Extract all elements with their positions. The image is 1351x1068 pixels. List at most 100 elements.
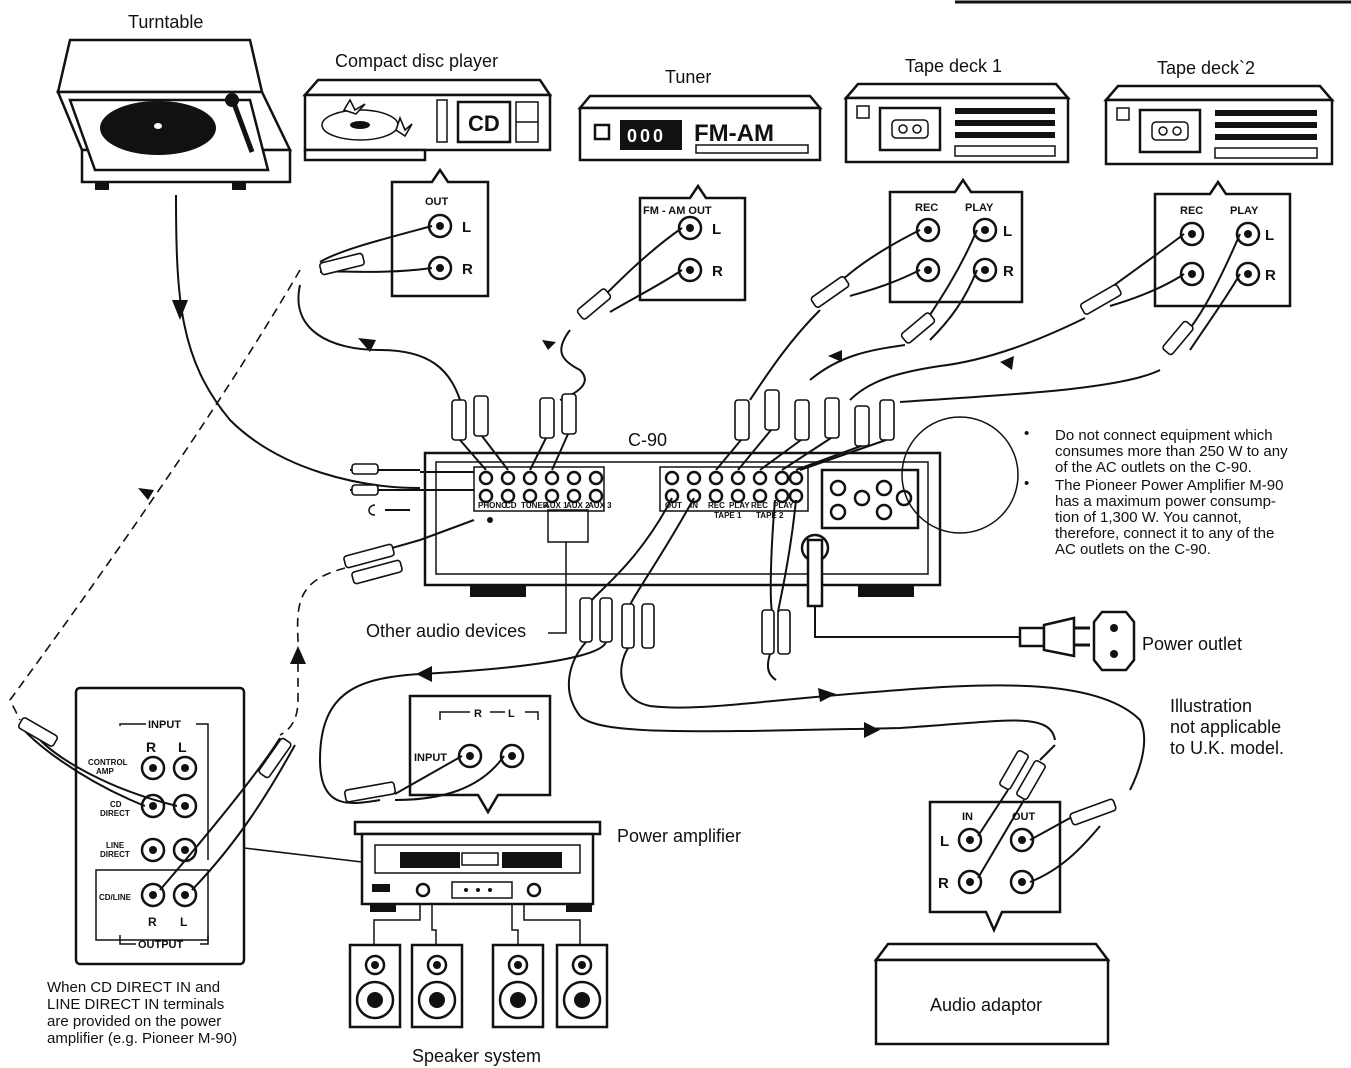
control-amp-1: CONTROL [88,758,128,767]
illus-line-3: to U.K. model. [1170,738,1284,758]
svg-text:000: 000 [627,126,666,146]
note-2-line-2: has a maximum power consump- [1055,493,1276,510]
line-direct-2: DIRECT [100,850,130,859]
direct-input-title: INPUT [148,719,181,731]
tuner-label: Tuner [665,67,711,87]
cd-player: Compact disc player CD [302,51,553,162]
other-devices-label: Other audio devices [366,621,526,641]
rear-label-aux3: AUX 3 [588,501,612,510]
direct-out-r: R [148,915,157,929]
tape-2-panel: REC PLAY L R [1153,179,1292,308]
power-amplifier: Power amplifier [243,820,741,912]
note-2-line-4: therefore, connect it to any of the [1055,525,1274,542]
note-1-line-3: of the AC outlets on the C-90. [1055,459,1252,476]
speaker-1 [348,943,402,1029]
tape1-play-label: PLAY [965,202,994,214]
rear-input-jacks [478,470,604,504]
rear-label-rec1: REC [708,501,725,510]
direct-out-l: L [180,915,187,929]
cd-out-l: L [462,219,471,236]
power-outlet: Power outlet [814,606,1242,672]
cd-direct-note: When CD DIRECT IN and LINE DIRECT IN ter… [47,979,237,1047]
rear-label-out: OUT [665,501,682,510]
note-bullet-1: • [1024,425,1029,442]
audio-adaptor: Audio adaptor [873,942,1111,1046]
power-amp-input-panel: R L INPUT [408,694,552,815]
note-1-line-1: Do not connect equipment which [1055,427,1273,444]
direct-input-panel: INPUT R L CONTROL AMP CD DIRECT LINE DIR… [74,686,246,966]
power-amp-label: Power amplifier [617,826,741,846]
direct-output-label: OUTPUT [138,939,184,951]
direct-l: L [178,739,187,755]
audio-adaptor-panel: IN OUT L R [928,800,1062,934]
rear-label-tape2: TAPE 2 [756,511,784,520]
cables [9,194,1241,891]
rear-label-rec2: REC [751,501,768,510]
adaptor-r: R [938,875,949,892]
rear-label-play2: PLAY [773,501,794,510]
adaptor-l: L [940,833,949,850]
note-2-line-3: tion of 1,300 W. You cannot, [1055,509,1242,526]
cd-line-label: CD/LINE [99,893,132,902]
rear-tape-jacks [664,470,804,504]
rear-label-phono: PHONO [478,501,507,510]
cd-player-label: Compact disc player [335,51,498,71]
speaker-4 [555,943,609,1029]
rear-label-play1: PLAY [729,501,750,510]
tape-deck-2-label: Tape deck`2 [1157,58,1255,78]
tape-deck-2: Tape deck`2 [1103,58,1335,166]
tape-deck-1-label: Tape deck 1 [905,56,1002,76]
turntable-label: Turntable [128,12,203,32]
speaker-2 [410,943,464,1029]
tuner-out-panel: FM - AM OUT L R [638,183,747,302]
control-amplifier-c90: C-90 PHONO CD TUNER AUX 1 AUX 2 AUX 3 [423,430,942,608]
tuner-out-title: FM - AM OUT [643,205,712,217]
control-amp-2: AMP [96,767,114,776]
tuner-out-l: L [712,221,721,238]
illus-line-1: Illustration [1170,696,1252,716]
speaker-3 [491,943,545,1029]
note-bullet-2: • [1024,475,1029,492]
rear-label-tuner: TUNER [521,501,549,510]
amp-input-r: R [474,708,482,720]
audio-adaptor-label: Audio adaptor [930,995,1042,1015]
cd-direct-note-1: When CD DIRECT IN and [47,979,220,996]
cd-direct-2: DIRECT [100,809,130,818]
amp-model-label: C-90 [628,430,667,450]
illus-line-2: not applicable [1170,717,1281,737]
tape2-rec-label: REC [1180,205,1203,217]
speaker-system: Speaker system [348,904,609,1066]
rear-label-cd: CD [505,501,517,510]
note-1-line-2: consumes more than 250 W to any [1055,443,1288,460]
note-2-line-5: AC outlets on the C-90. [1055,541,1211,558]
tuner-display: FM-AM [694,120,774,147]
amp-input-label: INPUT [414,752,447,764]
tuner: Tuner 000 FM-AM [577,67,823,162]
power-outlet-label: Power outlet [1142,634,1242,654]
rear-label-aux2: AUX 2 [566,501,590,510]
amp-input-l: L [508,708,515,720]
cd-direct-note-4: amplifier (e.g. Pioneer M-90) [47,1030,237,1047]
cd-badge: CD [468,111,500,136]
direct-r: R [146,739,156,755]
cd-direct-note-3: are provided on the power [47,1013,221,1030]
tape2-play-label: PLAY [1230,205,1259,217]
turntable: Turntable [56,12,292,190]
adaptor-out: OUT [1012,811,1036,823]
line-direct-1: LINE [106,841,125,850]
tape-1-panel: REC PLAY L R [888,177,1024,304]
tape-deck-1: Tape deck 1 [843,56,1071,164]
speaker-system-label: Speaker system [412,1046,541,1066]
cd-out-r: R [462,261,473,278]
tape1-r: R [1003,263,1014,280]
note-2-line-1: The Pioneer Power Amplifier M-90 [1055,477,1283,494]
cd-out-title: OUT [425,196,449,208]
cd-direct-note-2: LINE DIRECT IN terminals [47,996,224,1013]
tuner-out-r: R [712,263,723,280]
rear-label-tape1: TAPE 1 [714,511,742,520]
notes-block: • Do not connect equipment which consume… [1024,425,1288,558]
rear-label-in: IN [690,501,698,510]
ac-outlet-callout [901,416,1019,534]
ac-outlets [829,479,913,521]
